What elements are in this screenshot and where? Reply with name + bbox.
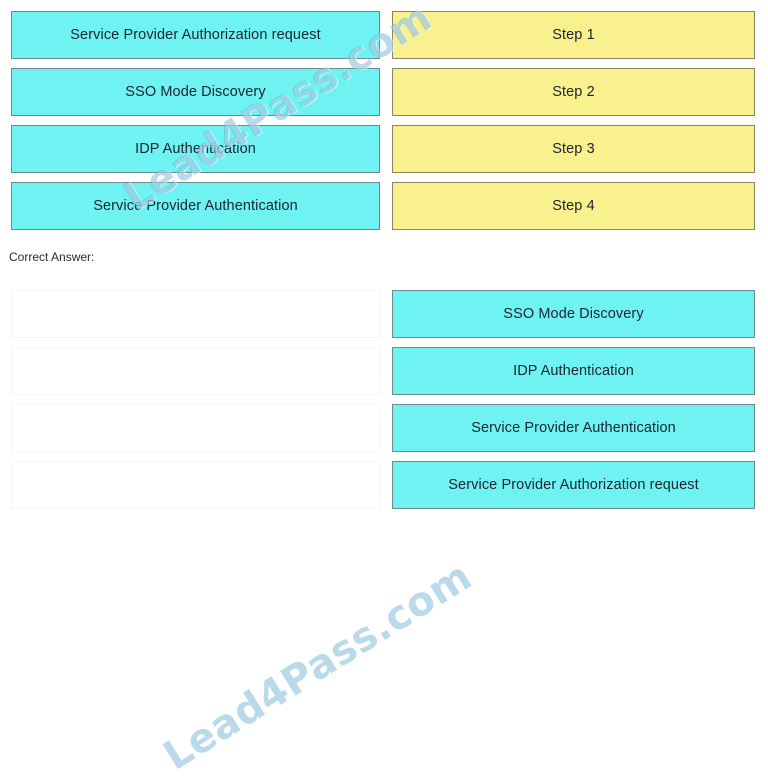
- answer-step-2: IDP Authentication: [392, 347, 755, 395]
- answer-empty-slot-2: [11, 347, 380, 395]
- correct-answer-label: Correct Answer:: [9, 250, 95, 264]
- answer-step-label: Service Provider Authorization request: [448, 477, 699, 493]
- answer-step-label: IDP Authentication: [513, 363, 634, 379]
- answer-step-3: Service Provider Authentication: [392, 404, 755, 452]
- option-box-4[interactable]: Service Provider Authentication: [11, 182, 380, 230]
- step-target-4[interactable]: Step 4: [392, 182, 755, 230]
- step-target-label: Step 3: [552, 141, 595, 157]
- option-label: SSO Mode Discovery: [125, 84, 266, 100]
- step-target-label: Step 4: [552, 198, 595, 214]
- answer-empty-slot-1: [11, 290, 380, 338]
- step-target-2[interactable]: Step 2: [392, 68, 755, 116]
- option-label: IDP Authentication: [135, 141, 256, 157]
- answer-step-4: Service Provider Authorization request: [392, 461, 755, 509]
- step-target-3[interactable]: Step 3: [392, 125, 755, 173]
- answer-empty-slot-3: [11, 404, 380, 452]
- answer-empty-slot-4: [11, 461, 380, 509]
- answer-section: SSO Mode Discovery IDP Authentication Se…: [0, 285, 768, 780]
- option-label: Service Provider Authentication: [93, 198, 298, 214]
- step-target-label: Step 1: [552, 27, 595, 43]
- option-box-2[interactable]: SSO Mode Discovery: [11, 68, 380, 116]
- answer-step-label: Service Provider Authentication: [471, 420, 676, 436]
- lead4pass-watermark: Lead4Pass.com: [155, 553, 480, 780]
- option-box-3[interactable]: IDP Authentication: [11, 125, 380, 173]
- answer-step-label: SSO Mode Discovery: [503, 306, 644, 322]
- option-label: Service Provider Authorization request: [70, 27, 321, 43]
- step-target-1[interactable]: Step 1: [392, 11, 755, 59]
- step-target-label: Step 2: [552, 84, 595, 100]
- option-box-1[interactable]: Service Provider Authorization request: [11, 11, 380, 59]
- question-section: Service Provider Authorization request S…: [0, 0, 768, 240]
- answer-step-1: SSO Mode Discovery: [392, 290, 755, 338]
